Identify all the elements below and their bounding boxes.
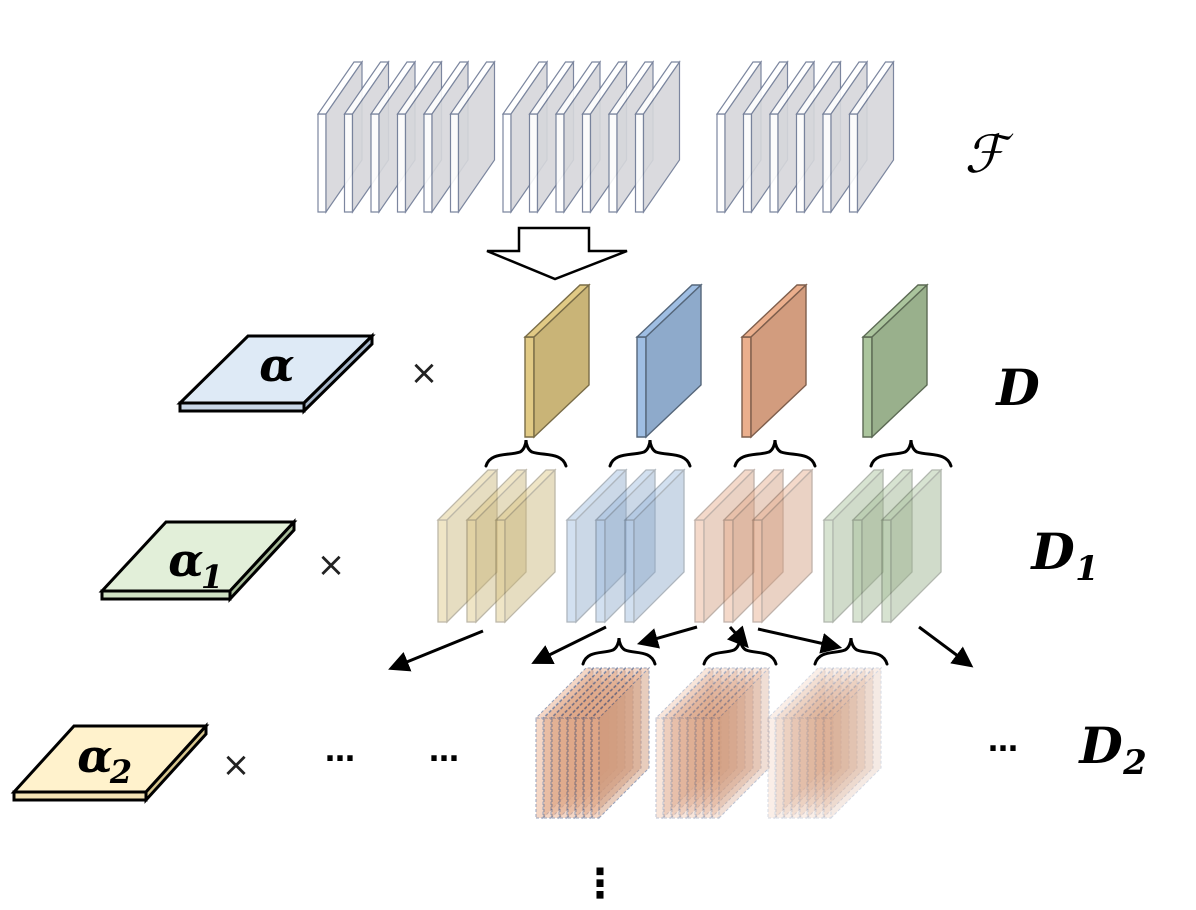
arrow bbox=[918, 625, 974, 668]
sub-atom-slab bbox=[722, 468, 785, 624]
curly-brace bbox=[869, 439, 953, 468]
sub-sub-atom-slab bbox=[782, 666, 843, 820]
sub-sub-atom-slab bbox=[710, 666, 771, 820]
dictionary-D1-row bbox=[436, 468, 943, 624]
sub-sub-atom-slab bbox=[662, 666, 723, 820]
arrow bbox=[388, 629, 484, 672]
sub-sub-atom-slab bbox=[590, 666, 651, 820]
sub-sub-atom-slab bbox=[814, 666, 875, 820]
hollow-down-arrow bbox=[486, 226, 628, 281]
ellipsis-left-2: … bbox=[429, 734, 459, 769]
atom-slab bbox=[861, 283, 929, 439]
coefficient-alpha1-plate: α 1 bbox=[98, 518, 298, 603]
times-sign-D: × bbox=[410, 353, 439, 393]
sub-atom-slab bbox=[494, 468, 557, 624]
label-D1: D 1 bbox=[1029, 522, 1099, 589]
arrow bbox=[726, 625, 749, 649]
label-D2-sub: 2 bbox=[1122, 743, 1147, 783]
curly-brace bbox=[813, 637, 889, 666]
coefficient-alpha-plate: α bbox=[176, 332, 376, 415]
sub-atom-slab bbox=[880, 468, 943, 624]
label-D2-base: D bbox=[1077, 716, 1122, 775]
arrow bbox=[531, 625, 607, 664]
curly-brace bbox=[484, 439, 568, 468]
sub-sub-atom-slab bbox=[790, 666, 851, 820]
alpha2-symbol: α bbox=[77, 729, 112, 783]
sub-sub-atom-slab bbox=[694, 666, 755, 820]
ellipsis-vertical: ⋮ bbox=[580, 861, 620, 907]
atom-slab bbox=[740, 283, 808, 439]
braces-D-to-D1 bbox=[484, 439, 953, 468]
curly-brace bbox=[581, 637, 657, 666]
dictionary-D-row bbox=[523, 283, 929, 439]
curly-brace bbox=[702, 637, 778, 666]
sub-atom-slab bbox=[623, 468, 686, 624]
label-D1-sub: 1 bbox=[1075, 549, 1099, 589]
coefficient-alpha2-plate: α 2 bbox=[10, 722, 210, 804]
alpha1-subscript: 1 bbox=[201, 558, 223, 596]
arrow bbox=[636, 625, 698, 649]
sub-sub-atom-slab bbox=[654, 666, 715, 820]
expansion-arrows bbox=[388, 625, 974, 672]
feature-map-slab bbox=[848, 60, 895, 214]
sub-sub-atom-slab bbox=[806, 666, 867, 820]
sub-sub-atom-slab bbox=[798, 666, 859, 820]
sub-atom-slab bbox=[822, 468, 885, 624]
alpha2-subscript: 2 bbox=[109, 753, 132, 791]
label-F: ℱ bbox=[965, 125, 1014, 185]
alpha-symbol: α bbox=[259, 338, 294, 392]
sub-atom-slab bbox=[751, 468, 814, 624]
sub-sub-atom-slab bbox=[670, 666, 731, 820]
sub-sub-atom-slab bbox=[774, 666, 835, 820]
sub-sub-atom-slab bbox=[822, 666, 883, 820]
atom-slab bbox=[635, 283, 703, 439]
feature-map-slab bbox=[634, 60, 681, 214]
dictionary-D2-row bbox=[534, 666, 883, 820]
ellipsis-right: … bbox=[988, 724, 1018, 759]
braces-D1-to-D2 bbox=[581, 637, 889, 666]
feature-map-slab bbox=[449, 60, 496, 214]
label-D2: D 2 bbox=[1077, 716, 1147, 783]
atom-slab bbox=[523, 283, 591, 439]
sub-atom-slab bbox=[436, 468, 499, 624]
sub-sub-atom-slab bbox=[686, 666, 747, 820]
times-sign-D1: × bbox=[317, 545, 346, 585]
sub-atom-slab bbox=[693, 468, 756, 624]
feature-map-stack bbox=[316, 60, 895, 214]
sub-atom-slab bbox=[594, 468, 657, 624]
sub-sub-atom-slab bbox=[678, 666, 739, 820]
curly-brace bbox=[608, 439, 692, 468]
alpha1-symbol: α bbox=[168, 533, 203, 587]
sub-atom-slab bbox=[465, 468, 528, 624]
sub-atom-slab bbox=[565, 468, 628, 624]
label-D1-base: D bbox=[1029, 522, 1074, 581]
sub-sub-atom-slab bbox=[766, 666, 827, 820]
label-D: D bbox=[994, 358, 1039, 417]
curly-brace bbox=[733, 439, 817, 468]
sub-atom-slab bbox=[851, 468, 914, 624]
arrow bbox=[757, 627, 843, 654]
ellipsis-left-1: … bbox=[325, 734, 355, 769]
times-sign-D2: × bbox=[222, 745, 251, 785]
sub-sub-atom-slab bbox=[702, 666, 763, 820]
